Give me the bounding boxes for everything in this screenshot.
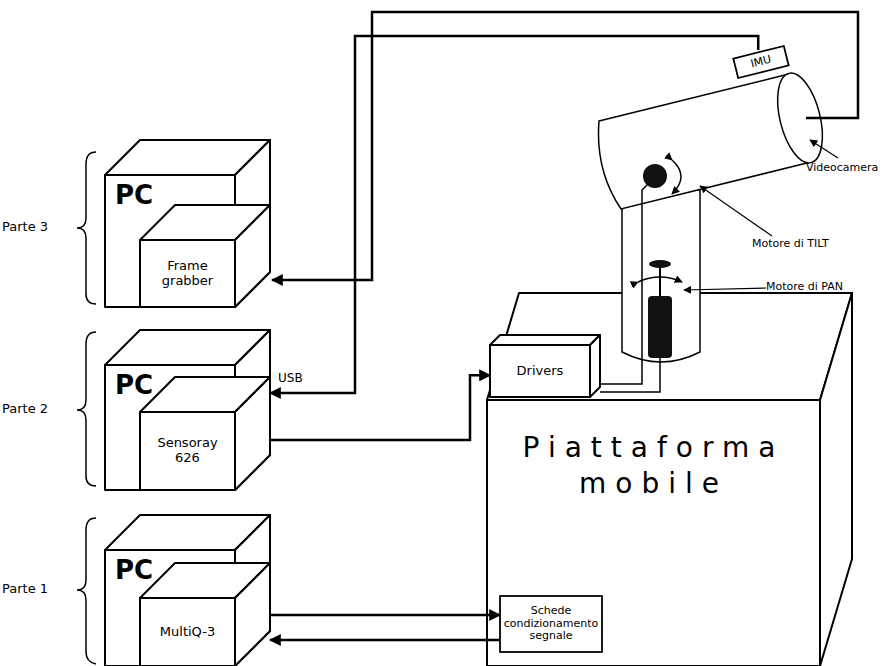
cube-face bbox=[487, 293, 852, 400]
callout-label: Videocamera bbox=[806, 162, 878, 174]
node-text: MultiQ-3 bbox=[160, 625, 215, 640]
text-area: Frame grabber bbox=[140, 240, 235, 307]
part-label: Parte 2 bbox=[2, 402, 48, 416]
cube-outline bbox=[140, 205, 270, 307]
pc-box: PC MultiQ-3 bbox=[105, 515, 270, 666]
signal-connector bbox=[270, 36, 758, 393]
cube-face bbox=[140, 240, 235, 307]
callout-label: Motore di PAN bbox=[766, 281, 843, 293]
frame-grabber-card: Frame grabber bbox=[140, 205, 270, 307]
text-area: MultiQ-3 bbox=[140, 598, 235, 666]
node-text: PC bbox=[115, 181, 153, 211]
cube-face bbox=[487, 400, 820, 666]
cube-face bbox=[820, 293, 852, 666]
pc-box: PC Frame grabber bbox=[105, 140, 270, 307]
box-face bbox=[500, 596, 602, 652]
signal-connector bbox=[270, 614, 500, 617]
text-area: Sensoray 626 bbox=[140, 412, 235, 490]
video-cable bbox=[272, 12, 858, 280]
cube-face bbox=[490, 335, 600, 345]
node-text: PC bbox=[115, 371, 153, 401]
node-text: Schede condizionamento segnale bbox=[504, 605, 599, 643]
tilt-rotation-arrow bbox=[672, 160, 681, 194]
drivers-box: Drivers bbox=[490, 335, 600, 397]
pan-motor bbox=[648, 296, 672, 358]
pc-box: PC Sensoray 626 bbox=[105, 330, 270, 490]
cube-face bbox=[590, 335, 600, 397]
io-card: MultiQ-3 bbox=[140, 563, 270, 666]
cube-face bbox=[235, 377, 270, 490]
text-area: Drivers bbox=[490, 345, 590, 397]
node-text: Drivers bbox=[517, 364, 564, 379]
cube-face bbox=[235, 563, 270, 666]
pan-column bbox=[622, 190, 700, 362]
text-area: Schede condizionamento segnale bbox=[500, 596, 602, 652]
cube-outline bbox=[140, 377, 270, 490]
part-label: Parte 3 bbox=[2, 220, 48, 234]
io-card: Sensoray 626 bbox=[140, 377, 270, 490]
curly-bracket bbox=[77, 332, 96, 486]
imu-box: IMU bbox=[733, 46, 788, 78]
box-face bbox=[733, 46, 788, 78]
cube-face bbox=[235, 330, 270, 490]
node-text: IMU bbox=[749, 53, 772, 70]
motor-wire bbox=[600, 358, 660, 392]
motor-wire bbox=[600, 184, 648, 384]
leader-line bbox=[684, 288, 766, 290]
cube-outline bbox=[140, 563, 270, 666]
signal-conditioning-box: Schede condizionamento segnale bbox=[500, 596, 602, 652]
connector-label: USB bbox=[276, 372, 305, 385]
callout-label: Motore di TILT bbox=[752, 238, 829, 250]
cube-face bbox=[140, 412, 235, 490]
curly-bracket bbox=[77, 518, 96, 664]
node-text: Frame grabber bbox=[144, 259, 231, 289]
signal-connector bbox=[270, 639, 500, 642]
cube-face bbox=[140, 598, 235, 666]
cube-face bbox=[490, 345, 590, 397]
node-text: Piattaforma mobile bbox=[497, 430, 810, 503]
curly-bracket bbox=[77, 152, 96, 304]
cube-face bbox=[235, 205, 270, 307]
leader-line bbox=[700, 186, 772, 236]
leader-line bbox=[810, 140, 838, 158]
node-text: Sensoray 626 bbox=[144, 436, 231, 466]
node-text: PC bbox=[115, 556, 153, 586]
part-label: Parte 1 bbox=[2, 582, 48, 596]
pan-shaft-disc bbox=[649, 260, 671, 268]
pan-rotation-arrow bbox=[638, 277, 682, 282]
